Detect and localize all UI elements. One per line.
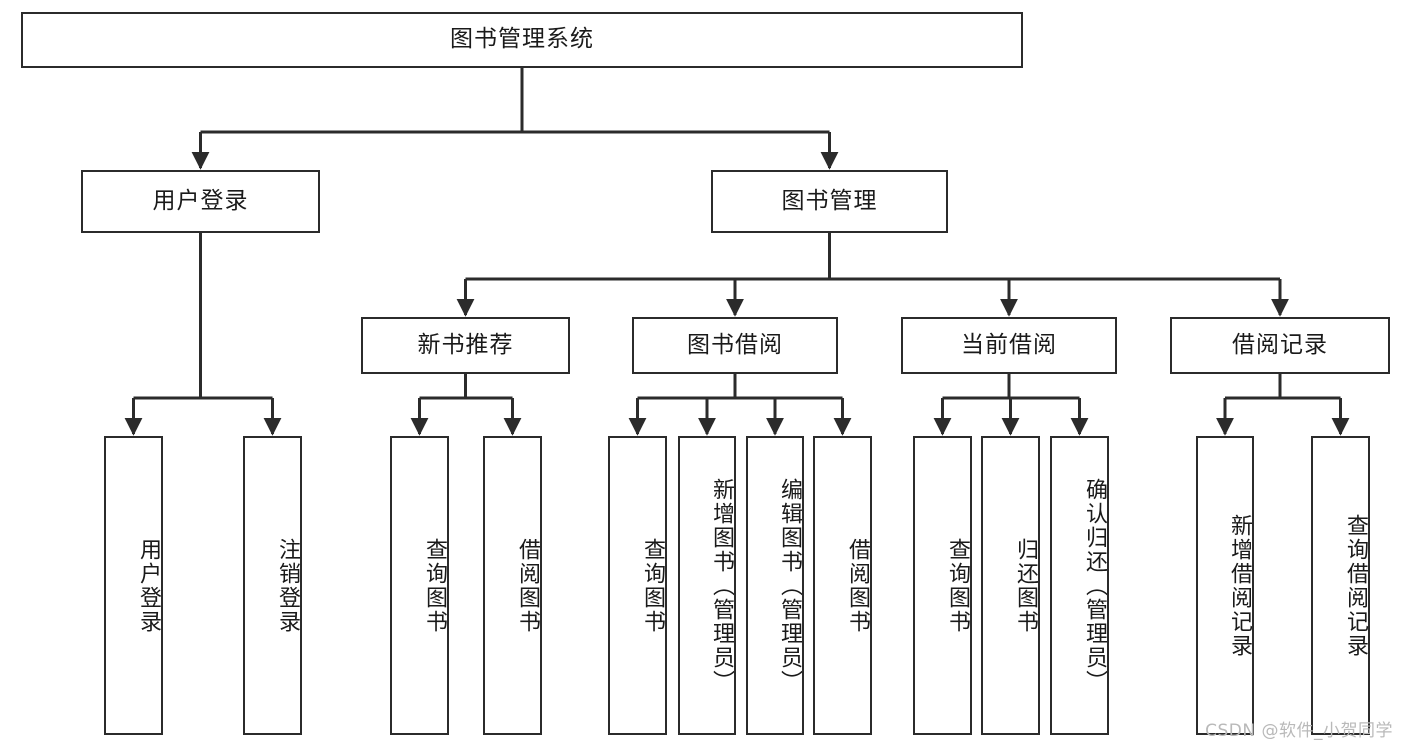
connector-group bbox=[124, 68, 1350, 436]
node-label: 图书借阅 bbox=[687, 331, 783, 358]
node-label: 新增借阅记录 bbox=[1227, 513, 1252, 658]
leaf-borrow-book[interactable]: 借阅图书 bbox=[813, 436, 872, 735]
leaf-add-book-admin[interactable]: 新增图书（管理员） bbox=[678, 436, 736, 735]
node-label: 新书推荐 bbox=[417, 331, 514, 358]
leaf-query-book-recommend[interactable]: 查询图书 bbox=[390, 436, 449, 735]
node-borrow-record[interactable]: 借阅记录 bbox=[1170, 317, 1390, 374]
node-label: 编辑图书（管理员） bbox=[777, 477, 802, 694]
leaf-confirm-return-admin[interactable]: 确认归还（管理员） bbox=[1050, 436, 1109, 735]
node-user-login[interactable]: 用户登录 bbox=[81, 170, 320, 233]
node-label: 借阅图书 bbox=[515, 537, 540, 634]
node-current-borrow[interactable]: 当前借阅 bbox=[901, 317, 1117, 374]
node-book-borrow[interactable]: 图书借阅 bbox=[632, 317, 838, 374]
node-label: 确认归还（管理员） bbox=[1082, 477, 1107, 694]
node-label: 查询借阅记录 bbox=[1343, 513, 1368, 658]
node-label: 图书管理系统 bbox=[450, 26, 594, 53]
node-label: 新增图书（管理员） bbox=[709, 477, 734, 694]
node-label: 查询图书 bbox=[640, 537, 665, 634]
leaf-edit-book-admin[interactable]: 编辑图书（管理员） bbox=[746, 436, 804, 735]
leaf-user-login[interactable]: 用户登录 bbox=[104, 436, 163, 735]
node-label: 查询图书 bbox=[945, 537, 970, 634]
leaf-return-book[interactable]: 归还图书 bbox=[981, 436, 1040, 735]
node-label: 借阅记录 bbox=[1232, 331, 1328, 358]
leaf-logout[interactable]: 注销登录 bbox=[243, 436, 302, 735]
node-new-book-recommend[interactable]: 新书推荐 bbox=[361, 317, 570, 374]
node-label: 注销登录 bbox=[275, 537, 300, 634]
node-label: 当前借阅 bbox=[961, 331, 1057, 358]
node-label: 查询图书 bbox=[422, 537, 447, 634]
leaf-borrow-book-recommend[interactable]: 借阅图书 bbox=[483, 436, 542, 735]
node-label: 用户登录 bbox=[136, 537, 161, 634]
node-label: 借阅图书 bbox=[845, 537, 870, 634]
node-label: 用户登录 bbox=[152, 187, 249, 214]
node-label: 图书管理 bbox=[781, 187, 878, 214]
node-label: 归还图书 bbox=[1013, 537, 1038, 634]
leaf-query-book-current[interactable]: 查询图书 bbox=[913, 436, 972, 735]
node-root[interactable]: 图书管理系统 bbox=[21, 12, 1023, 68]
node-book-management[interactable]: 图书管理 bbox=[711, 170, 948, 233]
leaf-query-book-borrow[interactable]: 查询图书 bbox=[608, 436, 667, 735]
leaf-add-borrow-record[interactable]: 新增借阅记录 bbox=[1196, 436, 1254, 735]
leaf-query-borrow-record[interactable]: 查询借阅记录 bbox=[1311, 436, 1370, 735]
